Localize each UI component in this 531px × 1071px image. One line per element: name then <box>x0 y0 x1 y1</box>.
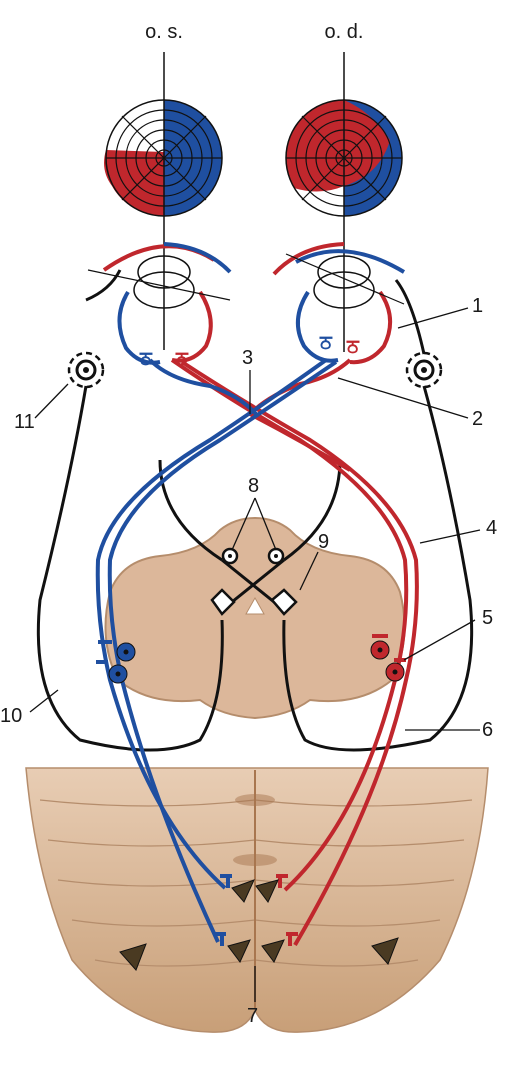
right-eyeball <box>272 242 406 365</box>
red-nuclei <box>276 634 406 946</box>
label-1: 1 <box>472 295 483 317</box>
right-vestibular-receptor <box>405 351 443 389</box>
svg-text:ਠ: ਠ <box>319 332 333 352</box>
nuclei-8 <box>210 547 298 616</box>
left-vestibular-receptor <box>67 351 105 389</box>
label-5: 5 <box>482 607 493 629</box>
blue-pathway <box>95 358 338 943</box>
brainstem-section <box>104 516 406 720</box>
label-4: 4 <box>486 517 497 539</box>
label-7: 7 <box>247 1005 258 1027</box>
label-9: 9 <box>318 531 329 553</box>
right-eye-header: o. d. <box>325 21 364 43</box>
svg-text:ਠ: ਠ <box>139 348 153 368</box>
left-eye-header: o. s. <box>145 21 183 43</box>
leader-lines <box>29 307 481 1002</box>
cerebellum <box>25 767 489 1033</box>
blue-nuclei <box>96 640 232 946</box>
label-8: 8 <box>248 475 259 497</box>
label-2: 2 <box>472 408 483 430</box>
svg-text:ਠ: ਠ <box>346 336 360 356</box>
label-10: 10 <box>0 705 22 727</box>
label-3: 3 <box>242 347 253 369</box>
label-6: 6 <box>482 719 493 741</box>
right-visual-field <box>285 99 403 217</box>
left-eyeball <box>87 242 232 365</box>
left-visual-field <box>104 99 223 217</box>
purkinje-cells <box>119 879 399 971</box>
label-11: 11 <box>14 411 35 433</box>
